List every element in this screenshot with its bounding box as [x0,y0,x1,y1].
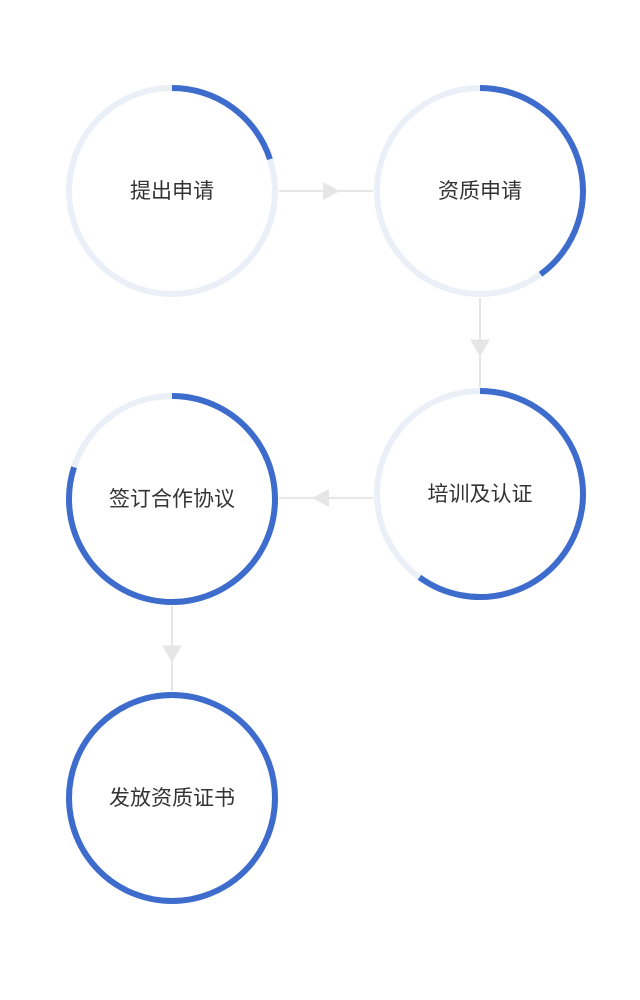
step-node-3[interactable]: 培训及认证 [374,388,586,600]
progress-arc [479,85,586,277]
connector-step-1-to-step-2 [279,182,373,200]
progress-arc [171,85,273,161]
arrow-icon [162,645,182,663]
arrow-icon [470,339,490,357]
step-node-1[interactable]: 提出申请 [66,85,278,297]
step-label: 培训及认证 [428,482,533,506]
connector-step-3-to-step-4 [279,489,373,507]
progress-arc [417,388,586,600]
step-node-5[interactable]: 发放资质证书 [66,692,278,904]
progress-arc [66,393,278,605]
step-label: 提出申请 [130,179,214,203]
step-label: 签订合作协议 [109,487,235,511]
connector-step-4-to-step-5 [162,606,182,691]
step-label: 发放资质证书 [109,786,235,810]
progress-arc [66,692,278,904]
step-label: 资质申请 [438,179,522,203]
arrow-icon [323,182,340,200]
connectors-layer [162,182,490,691]
step-node-2[interactable]: 资质申请 [374,85,586,297]
connector-step-2-to-step-3 [470,298,490,387]
arrow-icon [312,489,329,507]
step-node-4[interactable]: 签订合作协议 [66,393,278,605]
